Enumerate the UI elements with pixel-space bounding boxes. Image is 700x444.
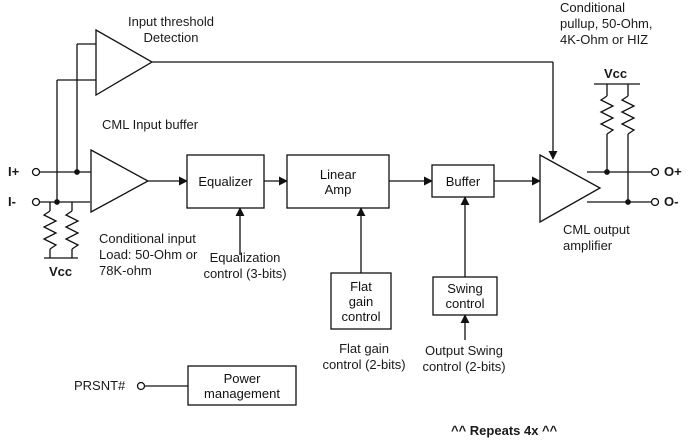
- flat-gain-control-label: Flat gain control (2-bits): [322, 341, 406, 372]
- flat-gain-control-block: [330, 272, 392, 330]
- pin-label-in-positive: I+: [8, 164, 20, 179]
- cml-output-amplifier-label: CML output amplifier: [563, 222, 630, 253]
- power-management-label: Power management: [204, 371, 280, 401]
- output-pin-negative: [650, 197, 660, 207]
- flat-gain-label: Flat gain control: [341, 279, 381, 324]
- power-management-block: [187, 365, 297, 406]
- input-pin-positive: [31, 167, 41, 177]
- input-pin-negative: [31, 197, 41, 207]
- prsnt-pin: [136, 381, 146, 391]
- input-threshold-label: Input threshold Detection: [127, 14, 214, 45]
- linear-amp-label: Linear Amp: [319, 167, 357, 197]
- pin-label-in-negative: I-: [8, 194, 16, 209]
- output-pin-positive: [650, 167, 660, 177]
- swing-control-block: [432, 276, 498, 316]
- equalizer-label: Equalizer: [198, 174, 253, 189]
- output-swing-control-label: Output Swing control (2-bits): [422, 343, 506, 374]
- prsnt-label: PRSNT#: [74, 378, 126, 393]
- vcc-right-label: Vcc: [604, 66, 628, 81]
- pin-label-out-negative: O-: [664, 194, 679, 209]
- vcc-left-label: Vcc: [49, 264, 73, 279]
- repeats-label: ^^ Repeats 4x ^^: [451, 423, 558, 438]
- conditional-input-load-label: Conditional input Load: 50-Ohm or 78K-oh…: [99, 231, 198, 278]
- cml-input-buffer: [90, 148, 150, 214]
- cml-output-amplifier: [539, 153, 602, 224]
- buffer-label: Buffer: [445, 174, 481, 189]
- swing-control-label: Swing control: [445, 281, 485, 311]
- equalizer-block: [186, 154, 265, 209]
- conditional-pullup-label: Conditional pullup, 50-Ohm, 4K-Ohm or HI…: [560, 0, 653, 47]
- cml-input-buffer-label: CML Input buffer: [102, 117, 199, 132]
- input-threshold-detector: [95, 28, 154, 97]
- pin-label-out-positive: O+: [664, 164, 682, 179]
- equalization-control-label: Equalization control (3-bits): [203, 250, 287, 281]
